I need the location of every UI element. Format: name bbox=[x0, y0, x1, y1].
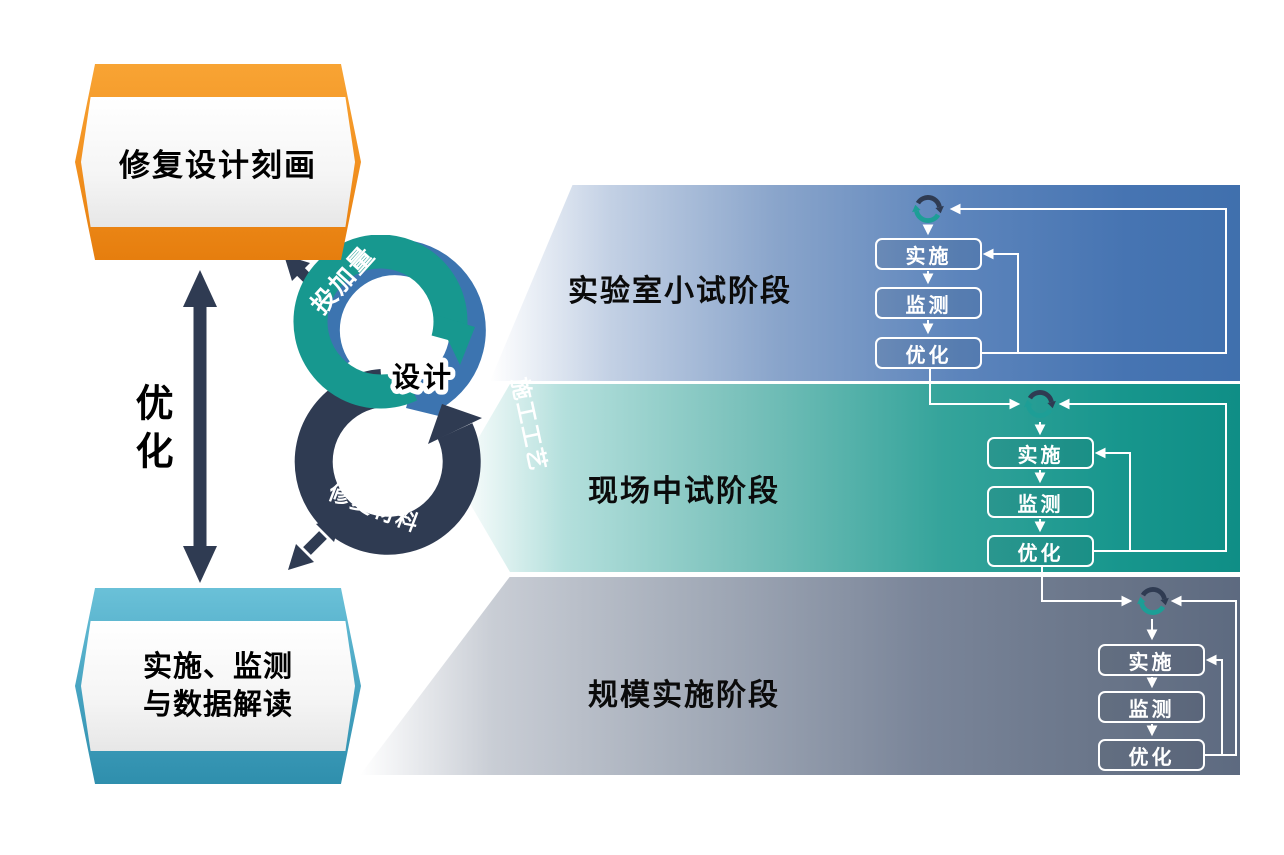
flow-connectors-pilot bbox=[1034, 398, 1227, 607]
step-box-optimize: 优化 bbox=[987, 535, 1094, 567]
bottom-banner-label-line1: 实施、监测 bbox=[142, 649, 293, 684]
optimization-arrow bbox=[183, 270, 217, 583]
bottom-banner-label-line2: 与数据解读 bbox=[142, 687, 293, 721]
process-arc bbox=[293, 235, 475, 409]
step-box-optimize: 优化 bbox=[875, 337, 982, 369]
cycle-icon bbox=[1137, 587, 1169, 615]
step-box-implement: 实施 bbox=[1098, 644, 1205, 676]
stage-band-pilot bbox=[455, 384, 1240, 572]
top-banner: 修复设计刻画 bbox=[75, 64, 361, 260]
step-box-monitor: 监测 bbox=[875, 287, 982, 319]
process-label: 施工工艺 bbox=[506, 375, 551, 474]
step-box-implement: 实施 bbox=[987, 437, 1094, 469]
flow-connectors-full-scale bbox=[1146, 595, 1237, 756]
stage-band-lab bbox=[490, 185, 1240, 381]
design-cycle: 投加量 施工工艺 修复材料 设计 bbox=[293, 235, 551, 555]
step-box-monitor: 监测 bbox=[1098, 691, 1205, 723]
stage-band-full-scale bbox=[360, 577, 1240, 775]
stage-label-lab: 实验室小试阶段 bbox=[568, 274, 792, 309]
step-box-implement: 实施 bbox=[875, 238, 982, 270]
design-label: 设计 bbox=[392, 361, 454, 394]
cycle-icon bbox=[1024, 390, 1056, 418]
material-arc bbox=[294, 369, 482, 555]
optimization-label: 优化 bbox=[129, 383, 173, 479]
step-box-optimize: 优化 bbox=[1098, 739, 1205, 771]
bottom-banner: 实施、监测 与数据解读 bbox=[75, 588, 361, 784]
flow-connectors-lab bbox=[922, 203, 1227, 410]
step-box-monitor: 监测 bbox=[987, 486, 1094, 518]
cycle-icon bbox=[912, 195, 944, 223]
stage-label-pilot: 现场中试阶段 bbox=[588, 474, 780, 509]
stage-label-full-scale: 规模实施阶段 bbox=[588, 678, 780, 713]
top-banner-label: 修复设计刻画 bbox=[119, 147, 317, 184]
